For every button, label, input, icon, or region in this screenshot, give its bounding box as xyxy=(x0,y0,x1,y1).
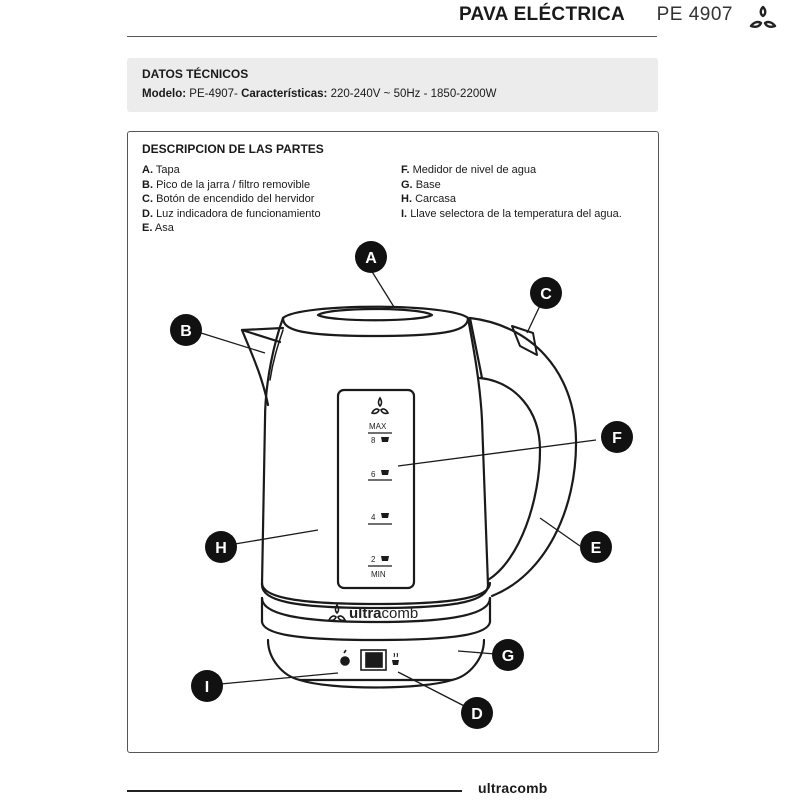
cup-icon-8 xyxy=(381,437,389,443)
part-item-c: C. Botón de encendido del hervidor xyxy=(142,193,315,206)
kettle-brand: ultracomb xyxy=(349,605,418,622)
svg-text:F: F xyxy=(612,430,622,447)
gauge-min-label: MIN xyxy=(371,570,386,579)
part-item-h: H. Carcasa xyxy=(401,193,457,206)
part-item-f: F. Medidor de nivel de agua xyxy=(401,164,537,176)
body-band xyxy=(260,581,492,606)
ultracomb-logo-icon xyxy=(749,5,777,28)
svg-text:C: C xyxy=(540,286,552,303)
technical-data-box: DATOS TÉCNICOS Modelo: PE-4907- Caracter… xyxy=(127,58,658,112)
cup-icon-6 xyxy=(381,470,389,475)
model-label: Modelo: xyxy=(142,88,187,100)
callout-i: I xyxy=(191,670,223,702)
header-divider xyxy=(127,36,657,37)
document-title: PAVA ELÉCTRICA xyxy=(458,4,625,25)
base-outline xyxy=(266,638,486,682)
footer-divider xyxy=(127,790,462,792)
footer-brand: ultracomb xyxy=(478,780,548,796)
svg-text:D: D xyxy=(471,706,483,723)
features-value: 220-240V ~ 50Hz - 1850-2200W xyxy=(330,88,497,100)
handle-outline xyxy=(468,316,578,598)
svg-text:A: A xyxy=(365,250,377,267)
body-outline xyxy=(260,316,490,610)
cup-icon-2 xyxy=(381,556,389,561)
parts-list-right: F. Medidor de nivel de agua G. Base H. C… xyxy=(401,163,622,221)
part-item-d: D. Luz indicadora de funcionamiento xyxy=(142,207,321,220)
handle-inner xyxy=(478,376,542,582)
features-label: Características: xyxy=(241,88,328,100)
parts-list-left: A. Tapa B. Pico de la jarra / filtro rem… xyxy=(142,163,321,236)
callout-e: E xyxy=(580,531,612,563)
callout-f: F xyxy=(601,421,633,453)
power-button-shape xyxy=(511,325,538,356)
part-item-g: G. Base xyxy=(401,178,441,191)
technical-data-line: Modelo: PE-4907- Características: 220-24… xyxy=(142,88,497,100)
header: PAVA ELÉCTRICA PE 4907 xyxy=(0,0,800,36)
svg-text:B: B xyxy=(180,323,192,340)
cup-icon-4 xyxy=(381,513,389,518)
model-number: PE 4907 xyxy=(656,4,733,25)
callout-d: D xyxy=(461,697,493,729)
part-item-e: E. Asa xyxy=(142,222,174,235)
kettle-brand-logo-icon xyxy=(327,603,347,622)
water-gauge xyxy=(368,396,392,567)
part-item-i: I. Llave selectora de la temperatura del… xyxy=(401,207,622,220)
callout-a: A xyxy=(355,241,387,273)
gauge-level-4: 4 xyxy=(371,513,376,522)
gauge-level-8: 8 xyxy=(371,436,376,445)
svg-text:E: E xyxy=(591,540,602,557)
gauge-level-2: 2 xyxy=(371,555,376,564)
callout-b: B xyxy=(170,314,202,346)
gauge-max-label: MAX xyxy=(369,422,387,431)
callout-h: H xyxy=(205,531,237,563)
temperature-switch xyxy=(340,649,399,671)
gauge-logo-icon xyxy=(370,396,390,415)
callout-c: C xyxy=(530,277,562,309)
water-gauge-window xyxy=(336,388,416,590)
model-value: PE-4907- xyxy=(189,88,238,100)
svg-text:G: G xyxy=(502,648,514,665)
indicator-light-icon xyxy=(340,656,350,666)
parts-description-box: DESCRIPCION DE LAS PARTES A. Tapa B. Pic… xyxy=(127,131,659,753)
technical-data-title: DATOS TÉCNICOS xyxy=(142,67,249,81)
lid-top xyxy=(316,307,434,322)
svg-text:H: H xyxy=(215,540,227,557)
callout-g: G xyxy=(492,639,524,671)
lid-outline xyxy=(281,305,470,338)
leader-lines xyxy=(200,269,597,713)
gauge-level-6: 6 xyxy=(371,470,376,479)
svg-text:I: I xyxy=(205,679,209,696)
part-item-a: A. Tapa xyxy=(142,164,180,176)
part-item-b: B. Pico de la jarra / filtro removible xyxy=(142,178,311,191)
hot-cup-icon xyxy=(392,660,399,665)
parts-title: DESCRIPCION DE LAS PARTES xyxy=(142,142,324,156)
